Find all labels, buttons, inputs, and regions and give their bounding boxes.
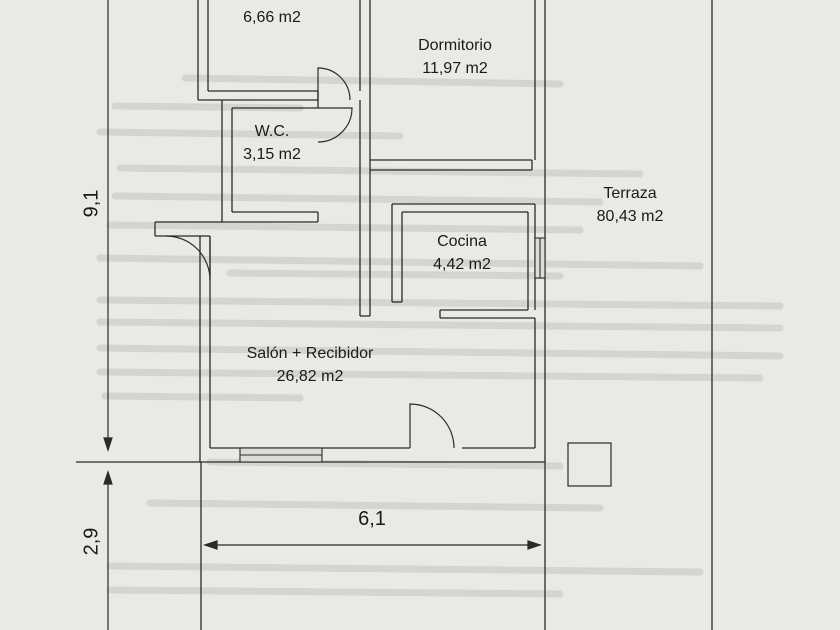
background-bleed-lines [96,74,784,598]
wc-name: W.C. [254,123,290,140]
terraza-name: Terraza [603,185,657,202]
salon-name: Salón + Recibidor [246,345,374,362]
top-room-area: 6,66 m2 [243,9,301,26]
walls [154,0,546,463]
windows [239,237,546,463]
dimension-width-bottom: 6,1 [358,508,386,530]
cocina-area: 4,42 m2 [433,256,491,273]
dormitorio-name: Dormitorio [418,37,492,54]
dormitorio-area: 11,97 m2 [422,60,488,77]
top-room-label: 6,66 m2 [232,6,312,29]
dimension-lines [76,0,542,630]
wc-label: W.C. 3,15 m2 [232,120,312,166]
terraza-area: 80,43 m2 [596,208,664,225]
salon-area: 26,82 m2 [276,368,344,385]
cocina-label: Cocina 4,42 m2 [412,230,512,276]
wc-area: 3,15 m2 [243,146,301,163]
terrace-boundary [200,0,713,630]
terraza-label: Terraza 80,43 m2 [570,182,690,228]
doors [165,67,455,449]
dimension-height-bottom: 2,9 [80,527,103,556]
dimension-height-main: 9,1 [80,189,103,218]
salon-label: Salón + Recibidor 26,82 m2 [225,342,395,388]
cocina-name: Cocina [437,233,487,250]
terrace-fixture [567,442,612,487]
dormitorio-label: Dormitorio 11,97 m2 [395,34,515,80]
